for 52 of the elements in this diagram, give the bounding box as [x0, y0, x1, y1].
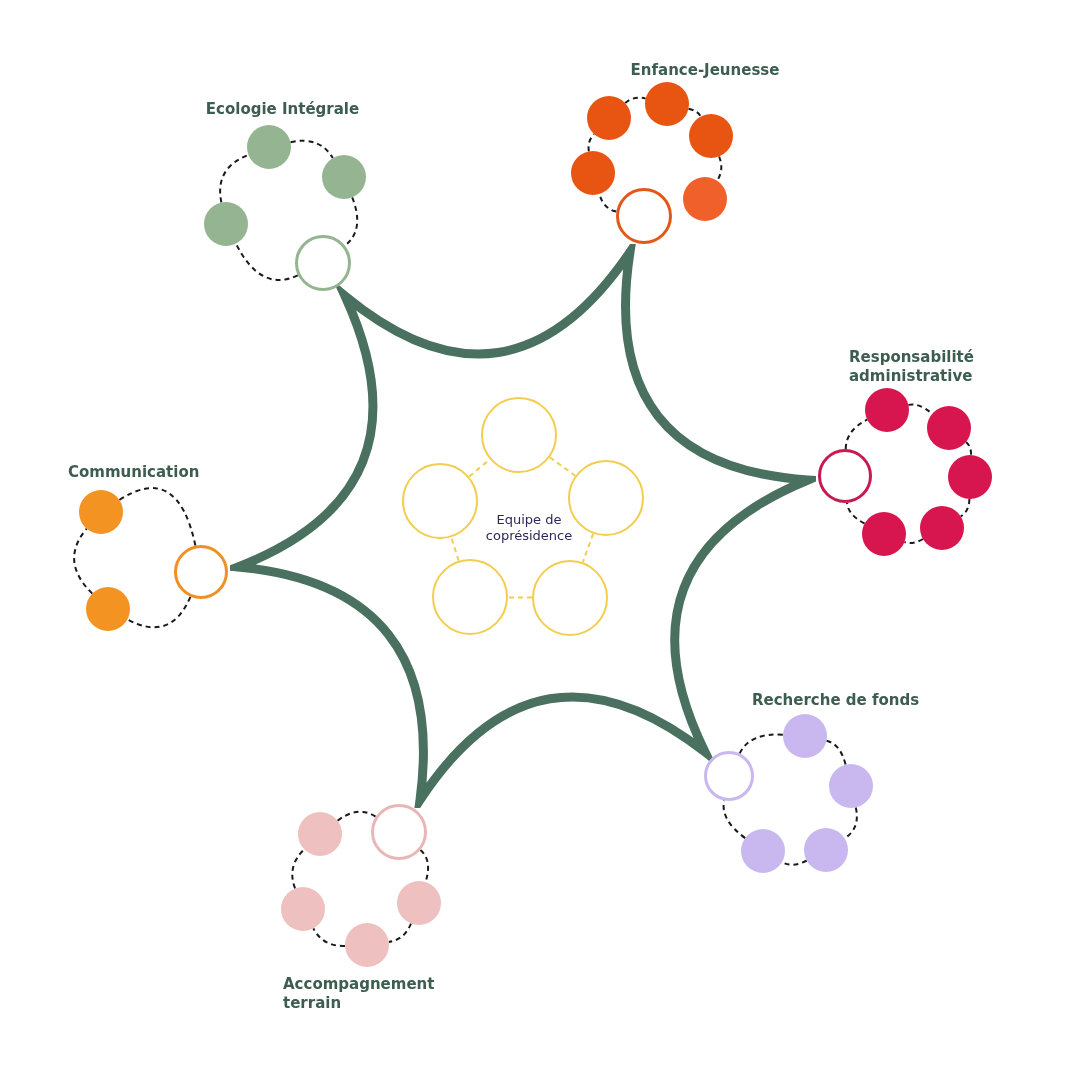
member-circle	[86, 587, 130, 631]
member-circle	[683, 177, 727, 221]
team-heading: Enfance-Jeunesse	[629, 61, 781, 80]
dashed-connector	[312, 927, 346, 947]
member-circle	[948, 455, 992, 499]
dashed-connector	[126, 595, 192, 629]
member-circle	[865, 388, 909, 432]
member-circle	[689, 114, 733, 158]
member-circle	[741, 829, 785, 873]
member-circle	[587, 96, 631, 140]
dashed-connector	[965, 441, 973, 456]
member-circle	[345, 923, 389, 967]
dashed-connector	[846, 501, 866, 525]
member-circle	[804, 828, 848, 872]
dashed-connector	[387, 922, 412, 943]
dashed-connector	[624, 96, 647, 105]
dashed-connector	[844, 418, 869, 450]
member-circle-outline	[818, 449, 872, 503]
member-circle	[247, 125, 291, 169]
member-circle-outline	[174, 545, 228, 599]
dashed-connector	[291, 848, 306, 890]
dashed-connector	[73, 527, 94, 595]
dashed-connector	[716, 155, 723, 182]
member-circle	[322, 155, 366, 199]
team-heading: Ecologie Intégrale	[204, 100, 361, 119]
member-circle	[298, 812, 342, 856]
member-circle	[920, 506, 964, 550]
dashed-connector	[587, 133, 595, 153]
member-circle	[862, 512, 906, 556]
dashed-connector	[825, 739, 847, 766]
dashed-connector	[219, 153, 250, 204]
member-circle	[204, 202, 248, 246]
member-circle	[645, 82, 689, 126]
member-circle-outline	[616, 188, 672, 244]
dashed-connector	[903, 538, 924, 544]
dashed-connector	[344, 196, 359, 247]
member-circle-outline	[371, 804, 427, 860]
dashed-connector	[118, 487, 197, 547]
dashed-connector	[959, 498, 971, 518]
dashed-connector	[289, 139, 334, 160]
member-circle	[79, 490, 123, 534]
member-circle	[281, 887, 325, 931]
dashed-connector	[419, 849, 430, 883]
team-heading: Responsabilité administrative	[849, 348, 975, 386]
member-circle	[927, 406, 971, 450]
dashed-connector	[336, 810, 377, 822]
member-circle	[571, 151, 615, 195]
member-circle	[829, 764, 873, 808]
member-circle	[397, 881, 441, 925]
team-heading: Accompagnement terrain	[283, 975, 436, 1013]
team-heading: Communication	[68, 463, 201, 482]
dashed-connector	[687, 107, 702, 118]
